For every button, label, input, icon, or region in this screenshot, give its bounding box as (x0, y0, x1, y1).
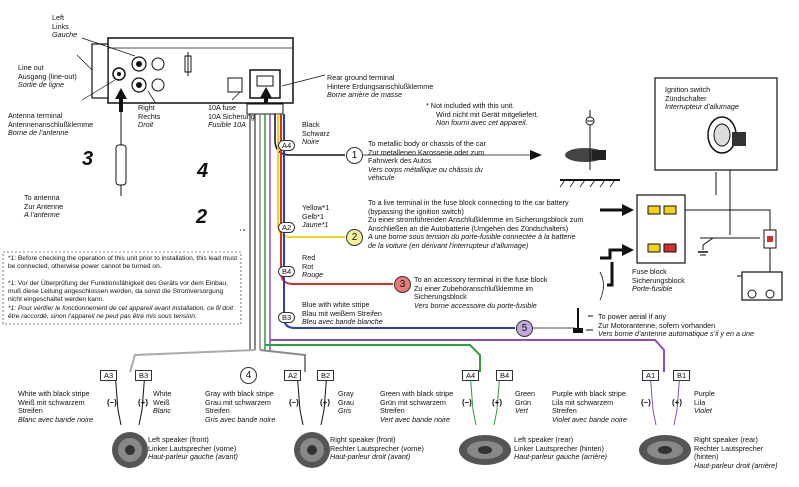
tag-a4-black: A4 (278, 140, 296, 151)
circle-4: 4 (240, 367, 257, 384)
circle-5: 5 (516, 320, 533, 337)
tag-b1: B1 (673, 370, 691, 381)
circle-3: 3 (394, 276, 411, 293)
footnote-box (2, 251, 242, 325)
tag-b2: B2 (317, 370, 335, 381)
tag-b4: B4 (496, 370, 514, 381)
circle-1: 1 (346, 147, 363, 164)
tag-a4: A4 (462, 370, 480, 381)
pos-2: (+) (320, 398, 330, 407)
yellow-wire-destination: To a live terminal in the fuse block con… (368, 198, 584, 250)
footnote-fr: *1: Pour vérifier le fonctionnement de c… (8, 305, 234, 321)
speaker-group-3 (459, 371, 511, 465)
fuse-block (636, 194, 686, 264)
tag-a3: A3 (100, 370, 118, 381)
neg-1: (–) (107, 398, 117, 407)
neg-3: (–) (462, 398, 472, 407)
pos-3: (+) (492, 398, 502, 407)
tag-a2: A2 (284, 370, 302, 381)
speaker-group-1 (112, 371, 148, 468)
speaker4-name: Right speaker (rear)Rechter Lautsprecher… (694, 435, 778, 470)
speaker-group-2 (294, 371, 330, 468)
neg-2: (–) (289, 398, 299, 407)
not-included-note: * Not included with this unit.Wird nicht… (426, 101, 539, 128)
step-2: 2 (196, 206, 208, 228)
step-4: 4 (197, 160, 209, 182)
footnote-de: *1: Vor der Überprüfung der Funktionsfäh… (8, 280, 228, 304)
circle-2: 2 (346, 229, 363, 246)
tag-a2-yellow: A2 (278, 222, 296, 233)
tag-b4-red: B4 (278, 266, 296, 277)
speaker3-name: Left speaker (rear)Linker Lautsprecher (… (514, 435, 608, 462)
tag-a1: A1 (642, 370, 660, 381)
speaker2-name: Right speaker (front)Rechter Lautspreche… (330, 435, 424, 462)
red-wire-destination: To an accessory terminal in the fuse blo… (414, 275, 548, 310)
neg-4: (–) (641, 398, 651, 407)
speaker-group-4 (639, 371, 691, 465)
tag-b3: B3 (135, 370, 153, 381)
pos-4: (+) (672, 398, 682, 407)
pos-1: (+) (138, 398, 148, 407)
tag-b3-blue: B3 (278, 312, 296, 323)
step-3: 3 (82, 148, 94, 170)
head-unit-front-panel (91, 43, 109, 99)
speaker1-name: Left speaker (front)Linker Lautsprecher … (148, 435, 238, 462)
footnote-en: *1: Before checking the operation of thi… (8, 255, 238, 271)
